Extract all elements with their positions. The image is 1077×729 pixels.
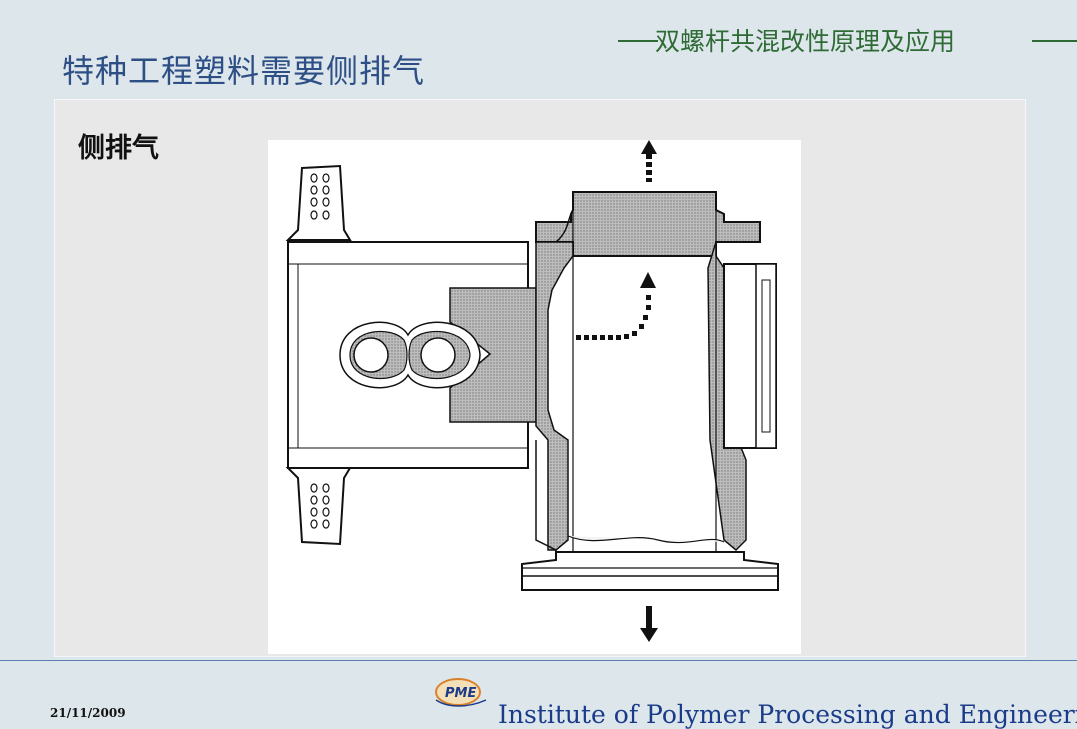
pme-logo: PME: [428, 670, 488, 714]
content-heading: 侧排气: [78, 133, 159, 164]
slide-title: 特种工程塑料需要侧排气: [62, 52, 426, 90]
twin-screw-cross-section-icon: [339, 321, 481, 389]
pme-logo-text: PME: [445, 686, 476, 701]
subtitle-line-right: [1032, 40, 1077, 42]
lower-cooling-fin: [285, 467, 352, 546]
upper-cooling-fin: [285, 164, 352, 241]
course-subtitle: 双螺杆共混改性原理及应用: [655, 27, 956, 56]
footer-date: 21/11/2009: [50, 706, 126, 720]
melt-flow-arrow-icon: [576, 272, 656, 340]
subtitle-line-left: [618, 40, 658, 42]
vent-arrow-down-icon: [640, 606, 658, 642]
footer-rule: [0, 660, 1077, 661]
footer-institute: Institute of Polymer Processing and Engi…: [498, 700, 1077, 729]
vent-housing: [521, 191, 779, 591]
vent-arrow-up-icon: [641, 140, 657, 182]
side-vent-diagram: [268, 140, 801, 654]
